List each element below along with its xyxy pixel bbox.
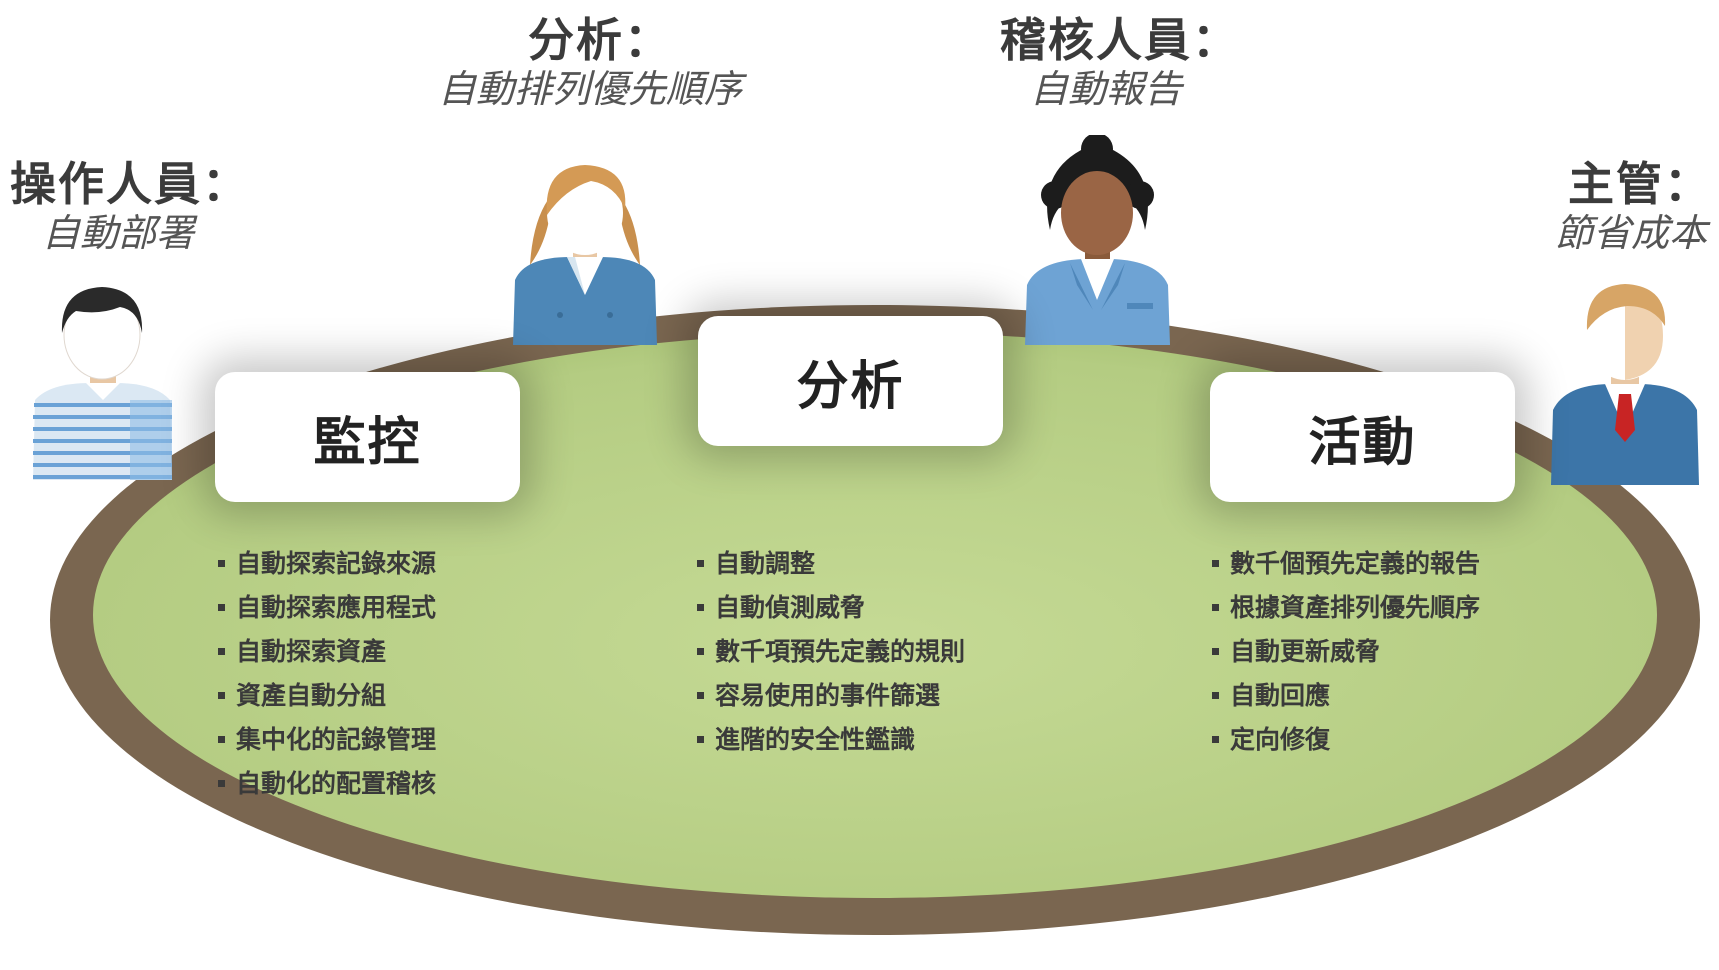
analyst-role-title: 分析： [528, 13, 672, 67]
operator-role-subtitle: 自動部署 [42, 211, 195, 255]
bullet-icon [218, 647, 225, 655]
auditor-role-subtitle: 自動報告 [1030, 67, 1183, 111]
list-item: 自動調整 [697, 542, 965, 586]
bullet-icon [1212, 559, 1219, 567]
list-item: 容易使用的事件篩選 [697, 674, 965, 718]
bullet-icon [218, 735, 225, 743]
auditor-avatar-icon [1025, 135, 1170, 345]
list-item: 自動化的配置稽核 [218, 762, 436, 806]
action-category-label: 活動 [1308, 412, 1417, 473]
analyst-avatar-icon [513, 165, 657, 345]
bullet-icon [218, 691, 225, 699]
list-item: 定向修復 [1212, 718, 1480, 762]
list-item: 自動探索記錄來源 [218, 542, 436, 586]
analyst-role-subtitle: 自動排列優先順序 [438, 67, 743, 111]
list-item: 自動探索應用程式 [218, 586, 436, 630]
action-category-box: 活動 [1210, 372, 1515, 502]
bullet-icon [218, 603, 225, 611]
list-item: 自動更新威脅 [1212, 630, 1480, 674]
bullet-icon [697, 647, 704, 655]
bullet-icon [697, 559, 704, 567]
auditor-role-title: 稽核人員： [1000, 13, 1240, 67]
monitor-category-label: 監控 [313, 412, 422, 473]
monitor-feature-list: 自動探索記錄來源 自動探索應用程式 自動探索資產 資產自動分組 集中化的記錄管理… [218, 542, 436, 806]
list-item: 數千個預先定義的報告 [1212, 542, 1480, 586]
list-item: 根據資產排列優先順序 [1212, 586, 1480, 630]
bullet-icon [1212, 603, 1219, 611]
analysis-feature-list: 自動調整 自動偵測威脅 數千項預先定義的規則 容易使用的事件篩選 進階的安全性鑑… [697, 542, 965, 762]
bullet-icon [697, 735, 704, 743]
manager-role-subtitle: 節省成本 [1555, 211, 1708, 255]
bullet-icon [697, 603, 704, 611]
monitor-category-box: 監控 [215, 372, 520, 502]
bullet-icon [1212, 647, 1219, 655]
analysis-category-box: 分析 [698, 316, 1003, 446]
bullet-icon [218, 559, 225, 567]
list-item: 數千項預先定義的規則 [697, 630, 965, 674]
analysis-category-label: 分析 [796, 356, 905, 417]
bullet-icon [1212, 691, 1219, 699]
bullet-icon [218, 779, 225, 787]
list-item: 自動偵測威脅 [697, 586, 965, 630]
manager-avatar-icon [1551, 284, 1699, 485]
list-item: 自動探索資產 [218, 630, 436, 674]
list-item: 進階的安全性鑑識 [697, 718, 965, 762]
list-item: 集中化的記錄管理 [218, 718, 436, 762]
operator-avatar-icon [33, 287, 172, 480]
action-feature-list: 數千個預先定義的報告 根據資產排列優先順序 自動更新威脅 自動回應 定向修復 [1212, 542, 1480, 762]
operator-role-title: 操作人員： [10, 157, 250, 211]
bullet-icon [697, 691, 704, 699]
manager-role-title: 主管： [1568, 157, 1712, 211]
list-item: 資產自動分組 [218, 674, 436, 718]
bullet-icon [1212, 735, 1219, 743]
list-item: 自動回應 [1212, 674, 1480, 718]
